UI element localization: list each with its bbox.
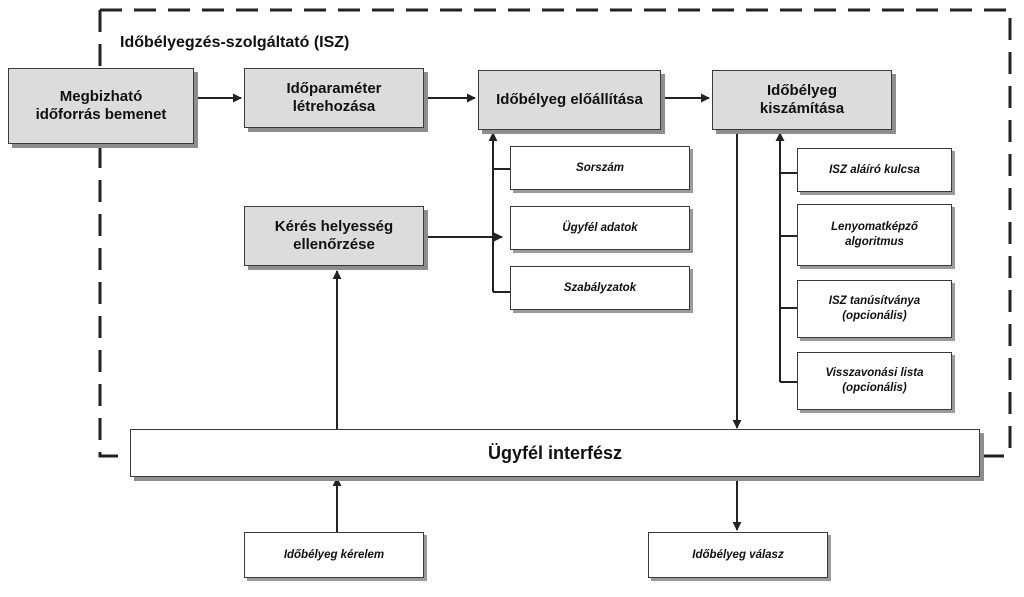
node-ugyfel-adatok: Ügyfél adatok <box>510 206 690 250</box>
node-idobelyeg-kerelem: Időbélyeg kérelem <box>244 532 424 578</box>
node-isz-alairo-kulcsa: ISZ aláíró kulcsa <box>797 148 952 192</box>
node-lenyomatkepzo: Lenyomatképző algoritmus <box>797 204 952 266</box>
node-megbizhato-idoforras: Megbizható időforrás bemenet <box>8 68 194 144</box>
node-idoparameter: Időparaméter létrehozása <box>244 68 424 128</box>
diagram-title: Időbélyegzés-szolgáltató (ISZ) <box>120 34 350 51</box>
node-szabalyzatok: Szabályzatok <box>510 266 690 310</box>
node-idobelyeg-valasz: Időbélyeg válasz <box>648 532 828 578</box>
node-keres-helyesseg: Kérés helyesség ellenőrzése <box>244 206 424 266</box>
node-idobelyeg-eloallitasa: Időbélyeg előállítása <box>478 70 661 130</box>
node-isz-tanusitvanya: ISZ tanúsítványa (opcionális) <box>797 280 952 338</box>
node-visszavonasi-lista: Visszavonási lista (opcionális) <box>797 352 952 410</box>
node-sorszam: Sorszám <box>510 146 690 190</box>
node-ugyfel-interfesz: Ügyfél interfész <box>130 429 980 477</box>
isz-boundary <box>98 8 1012 458</box>
node-idobelyeg-kiszamitasa: Időbélyeg kiszámítása <box>712 70 892 130</box>
